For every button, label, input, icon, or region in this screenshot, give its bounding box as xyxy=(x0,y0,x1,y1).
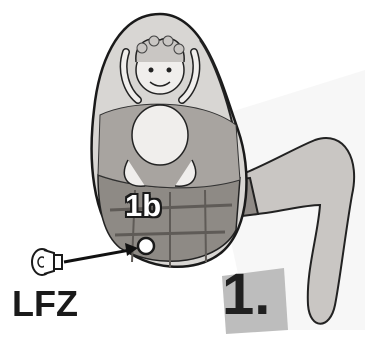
part-label: LFZ xyxy=(12,283,78,325)
peg-part-icon xyxy=(32,249,62,275)
piece-label: 1b xyxy=(125,188,161,224)
step-number: 1. xyxy=(222,266,270,324)
insert-arrow xyxy=(64,250,130,262)
peg-hole xyxy=(138,238,154,254)
